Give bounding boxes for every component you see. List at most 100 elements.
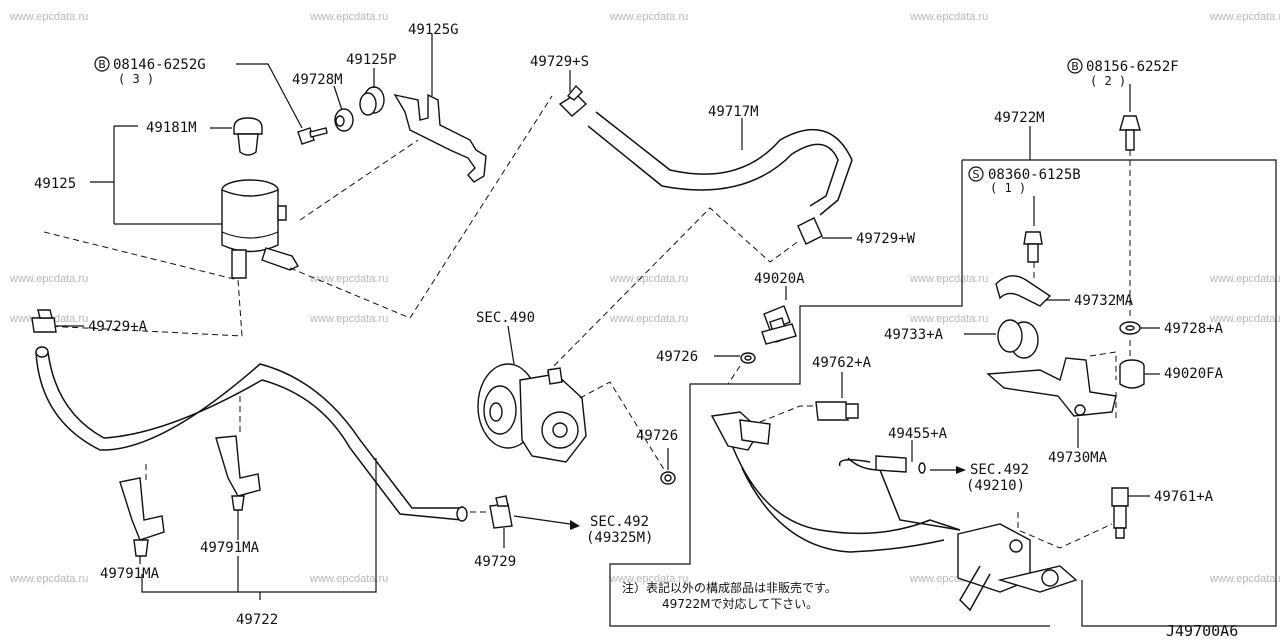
clamp-49729 <box>489 495 513 529</box>
reservoir-cap-49181m <box>233 117 263 156</box>
watermark: www.epcdata.ru <box>9 273 88 285</box>
grommet-49733a <box>997 319 1039 359</box>
label-08360: 08360-6125B <box>988 167 1081 183</box>
hose-49722 <box>35 351 462 509</box>
clamp-49729s <box>558 84 588 117</box>
pressure-hose <box>729 439 961 553</box>
leader-49791ma <box>139 510 239 592</box>
watermark: www.epcdata.ru <box>609 573 688 585</box>
watermark: www.epcdata.ru <box>909 273 988 285</box>
washer-49726-b <box>660 471 676 485</box>
watermark: www.epcdata.ru <box>609 313 688 325</box>
union-bolt-49020a <box>761 305 797 345</box>
watermark: www.epcdata.ru <box>309 273 388 285</box>
supply-hose-group <box>539 70 853 381</box>
bolt-marker-icon <box>94 56 110 72</box>
washer-49726-a <box>740 352 756 364</box>
watermark: www.epcdata.ru <box>1209 573 1280 585</box>
label-49729s: 49729+S <box>530 54 589 70</box>
label-49791ma-b: 49791MA <box>200 540 260 556</box>
spacer-49020fa <box>1119 359 1145 389</box>
marker-s: S <box>973 168 980 181</box>
label-49722: 49722 <box>236 612 278 628</box>
label-49729w: 49729+W <box>856 231 916 247</box>
label-49729a: 49729+A <box>88 319 148 335</box>
frame-49722m <box>609 159 1277 627</box>
watermark: www.epcdata.ru <box>609 273 688 285</box>
watermark: www.epcdata.ru <box>1209 313 1280 325</box>
label-sec492b: SEC.492 <box>590 514 649 530</box>
note-line-2: 49722Mで対応して下さい。 <box>662 597 818 611</box>
watermark: www.epcdata.ru <box>309 573 388 585</box>
reservoir-group <box>43 34 553 337</box>
fitting-49762a <box>815 401 859 421</box>
label-49717m: 49717M <box>708 104 759 120</box>
label-sec492a-sub: (49210) <box>966 478 1025 494</box>
watermark: www.epcdata.ru <box>1209 11 1280 23</box>
label-49125g: 49125G <box>408 22 459 38</box>
clamp-49729w <box>797 217 823 245</box>
label-49726a: 49726 <box>656 349 698 365</box>
label-sec490: SEC.490 <box>476 310 535 326</box>
label-08156-qty: ( 2 ) <box>1090 74 1126 88</box>
label-49125: 49125 <box>34 176 76 192</box>
watermark: www.epcdata.ru <box>909 313 988 325</box>
watermark: www.epcdata.ru <box>9 11 88 23</box>
label-49732ma: 49732MA <box>1074 293 1134 309</box>
collar-49728a <box>1119 321 1141 335</box>
marker-b: B <box>98 58 106 71</box>
collar-49728m <box>334 108 354 132</box>
arrow-sec492b <box>513 515 571 525</box>
label-49791ma-a: 49791MA <box>100 566 160 582</box>
sensor-49761a <box>1111 487 1129 539</box>
pressure-hose-box <box>609 84 1277 627</box>
dash-hose-pump <box>539 207 801 381</box>
watermarks: www.epcdata.ru www.epcdata.ru www.epcdat… <box>9 11 1280 585</box>
dash-reservoir-bracket <box>289 95 553 319</box>
label-sec492a: SEC.492 <box>970 462 1029 478</box>
leader-49125 <box>90 125 222 225</box>
hose-49717m <box>595 111 853 216</box>
watermark: www.epcdata.ru <box>9 573 88 585</box>
watermark: www.epcdata.ru <box>909 11 988 23</box>
note-line-1: 注）表記以外の構成部品は非販売です。 <box>622 580 837 595</box>
label-49730ma: 49730MA <box>1048 450 1108 466</box>
label-08156: 08156-6252F <box>1086 59 1179 75</box>
leader-08146 <box>236 63 303 129</box>
label-sec492b-sub: (49325M) <box>586 530 653 546</box>
labels: 49125G B 08146-6252G ( 3 ) 49125P 49728M… <box>34 22 1238 640</box>
label-49722m: 49722M <box>994 110 1045 126</box>
power-steering-pump <box>477 325 669 477</box>
leader-49728m <box>333 85 343 111</box>
label-49726b: 49726 <box>636 428 678 444</box>
bolt-08156 <box>1119 115 1141 151</box>
clamp-49732ma <box>995 275 1052 307</box>
label-49761a: 49761+A <box>1154 489 1214 505</box>
marker-b: B <box>1071 60 1079 73</box>
label-49733a: 49733+A <box>884 327 944 343</box>
bolt-marker-icon <box>1067 58 1083 74</box>
fitting-group <box>660 286 797 485</box>
screw-marker-icon <box>968 166 984 182</box>
watermark: www.epcdata.ru <box>309 11 388 23</box>
label-49020a: 49020A <box>754 271 805 287</box>
connector-49455a <box>875 455 926 474</box>
dash-reservoir-clamp <box>43 231 243 337</box>
clip-49791ma-a <box>119 477 165 557</box>
screw-08360 <box>1023 231 1043 263</box>
bolt-08146 <box>297 127 328 145</box>
label-08146-qty: ( 3 ) <box>118 72 154 86</box>
label-49729: 49729 <box>474 554 516 570</box>
label-49020fa: 49020FA <box>1164 366 1224 382</box>
watermark: www.epcdata.ru <box>1209 273 1280 285</box>
grommet-49125p <box>359 86 385 116</box>
clip-49791ma-b <box>215 435 261 511</box>
clamp-49729a <box>31 309 57 333</box>
label-49762a: 49762+A <box>812 355 872 371</box>
label-08360-qty: ( 1 ) <box>990 181 1026 195</box>
leader-49722 <box>141 458 377 600</box>
watermark: www.epcdata.ru <box>309 313 388 325</box>
label-49181m: 49181M <box>146 120 197 136</box>
watermark: www.epcdata.ru <box>609 11 688 23</box>
